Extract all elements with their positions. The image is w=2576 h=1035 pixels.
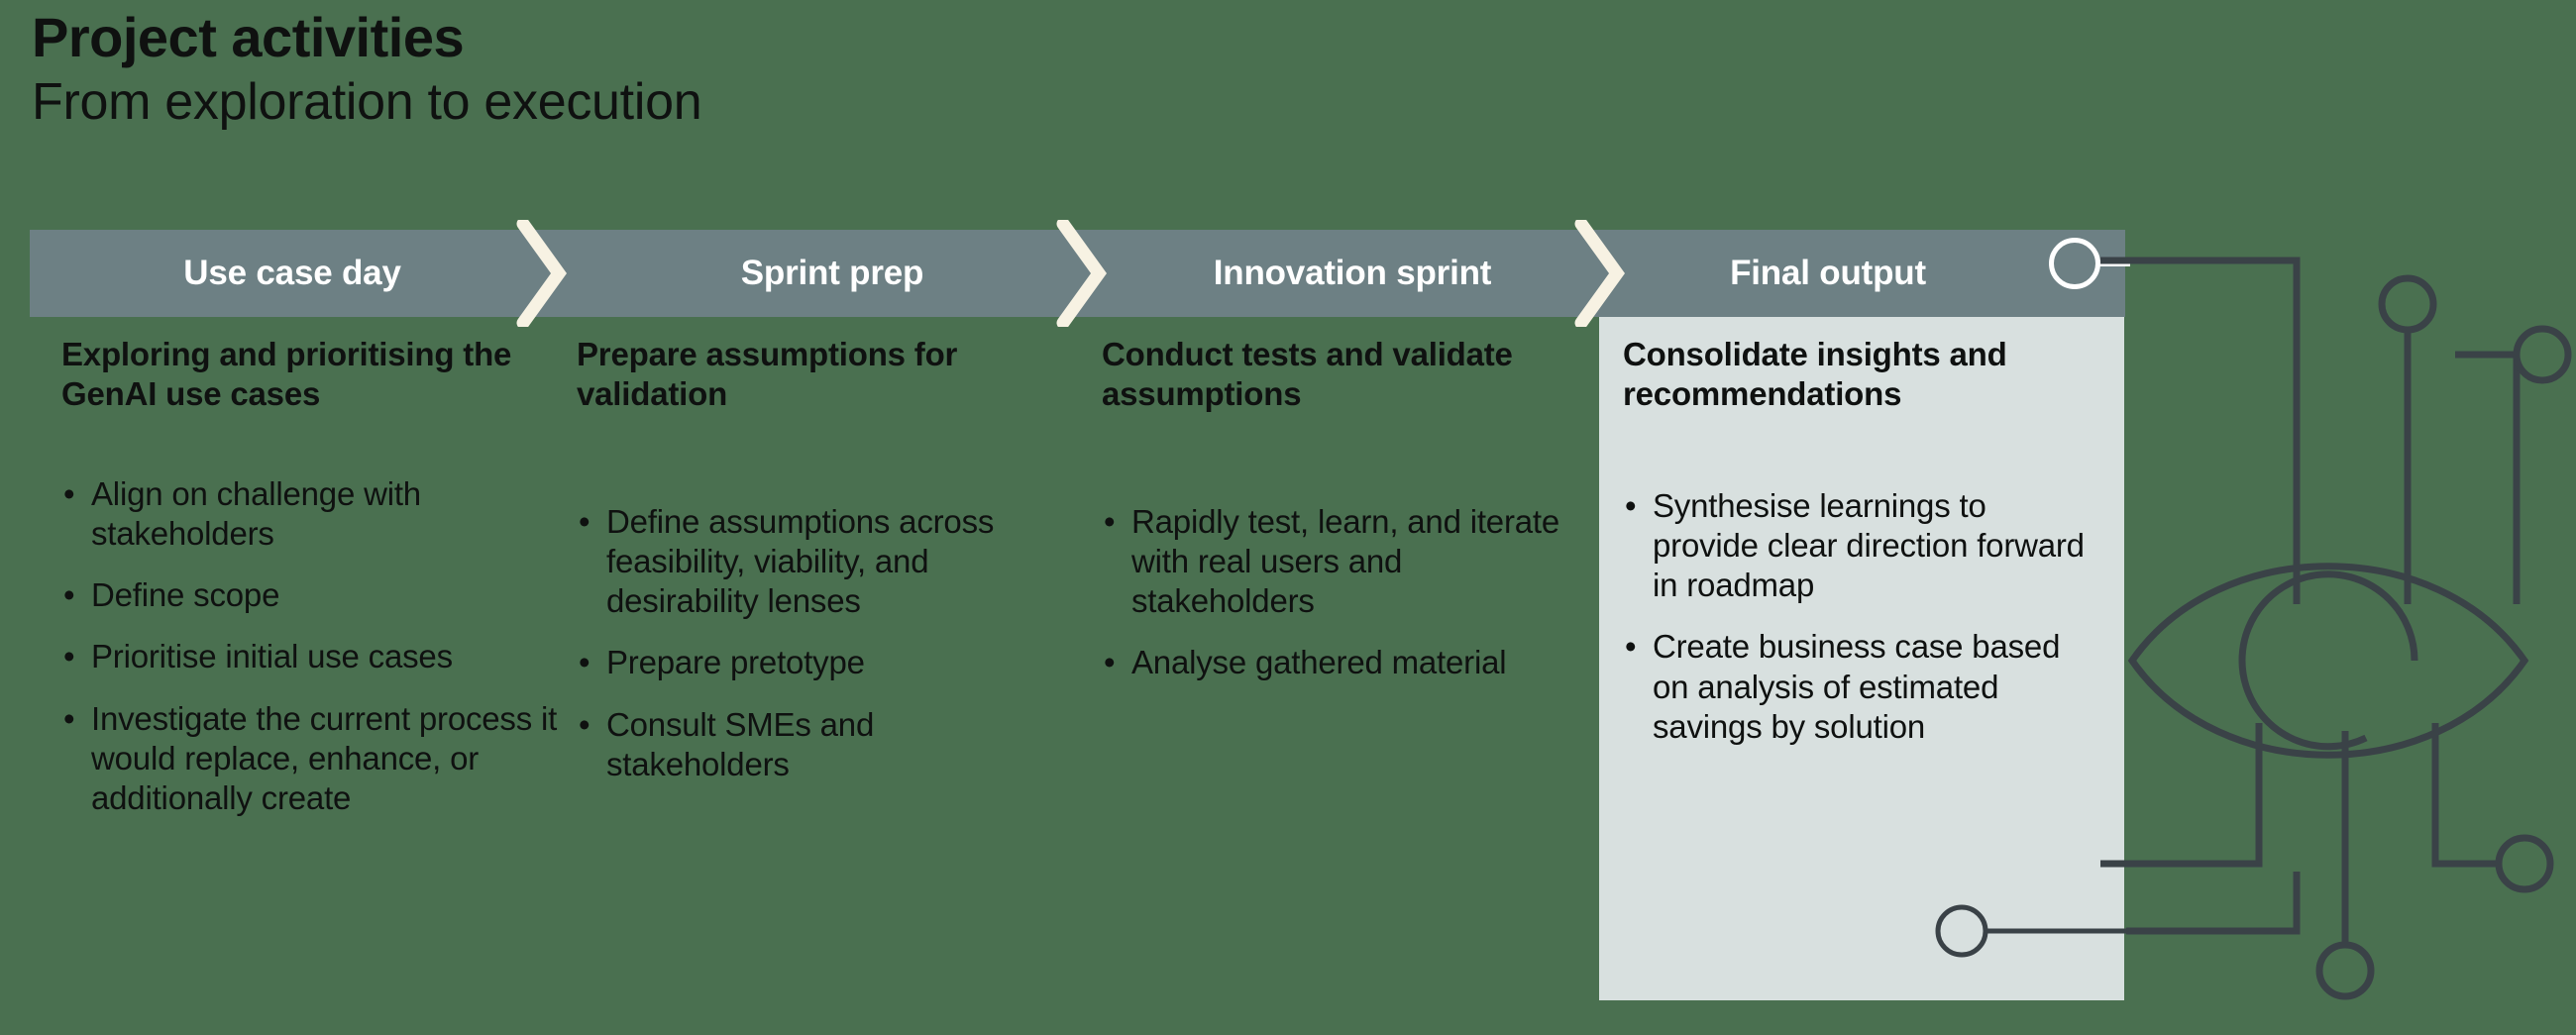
bullet-list: Synthesise learnings to provide clear di… xyxy=(1623,486,2089,748)
bullet-list: Align on challenge with stakeholders Def… xyxy=(61,474,562,819)
page-title: Project activities xyxy=(32,6,465,68)
column-sprint-prep: Prepare assumptions for validation Defin… xyxy=(577,335,1062,806)
eye-circuit-icon xyxy=(2100,208,2576,1035)
column-innovation-sprint: Conduct tests and validate assumptions R… xyxy=(1102,335,1587,705)
phase-label-final-output[interactable]: Final output xyxy=(1730,254,1926,292)
phase-label-innovation-sprint[interactable]: Innovation sprint xyxy=(1213,254,1492,292)
phase-bar: Use case day Sprint prep Innovation spri… xyxy=(30,230,2125,317)
list-item: Investigate the current process it would… xyxy=(61,699,562,819)
list-item: Synthesise learnings to provide clear di… xyxy=(1623,486,2089,606)
bullet-list: Define assumptions across feasibility, v… xyxy=(577,502,1062,785)
column-heading: Exploring and prioritising the GenAI use… xyxy=(61,336,512,413)
panel-connector-icon xyxy=(1935,872,2301,958)
list-item: Define assumptions across feasibility, v… xyxy=(577,502,1062,622)
column-heading: Consolidate insights and recommendations xyxy=(1623,336,2007,413)
list-item: Prioritise initial use cases xyxy=(61,637,562,677)
list-item: Analyse gathered material xyxy=(1102,643,1587,683)
list-item: Rapidly test, learn, and iterate with re… xyxy=(1102,502,1587,622)
bullet-list: Rapidly test, learn, and iterate with re… xyxy=(1102,502,1587,683)
page-subtitle: From exploration to execution xyxy=(32,73,702,132)
list-item: Create business case based on analysis o… xyxy=(1623,627,2089,747)
column-heading: Prepare assumptions for validation xyxy=(577,336,958,413)
column-heading: Conduct tests and validate assumptions xyxy=(1102,336,1513,413)
list-item: Prepare pretotype xyxy=(577,643,1062,683)
list-item: Define scope xyxy=(61,575,562,616)
connector-node-icon xyxy=(2049,238,2100,289)
column-final-output: Consolidate insights and recommendations… xyxy=(1623,335,2089,769)
phase-label-use-case-day[interactable]: Use case day xyxy=(183,254,401,292)
column-use-case-day: Exploring and prioritising the GenAI use… xyxy=(61,335,562,840)
list-item: Align on challenge with stakeholders xyxy=(61,474,562,555)
phase-label-sprint-prep[interactable]: Sprint prep xyxy=(740,254,924,292)
list-item: Consult SMEs and stakeholders xyxy=(577,705,1062,785)
title-block: Project activities From exploration to e… xyxy=(32,6,1419,132)
